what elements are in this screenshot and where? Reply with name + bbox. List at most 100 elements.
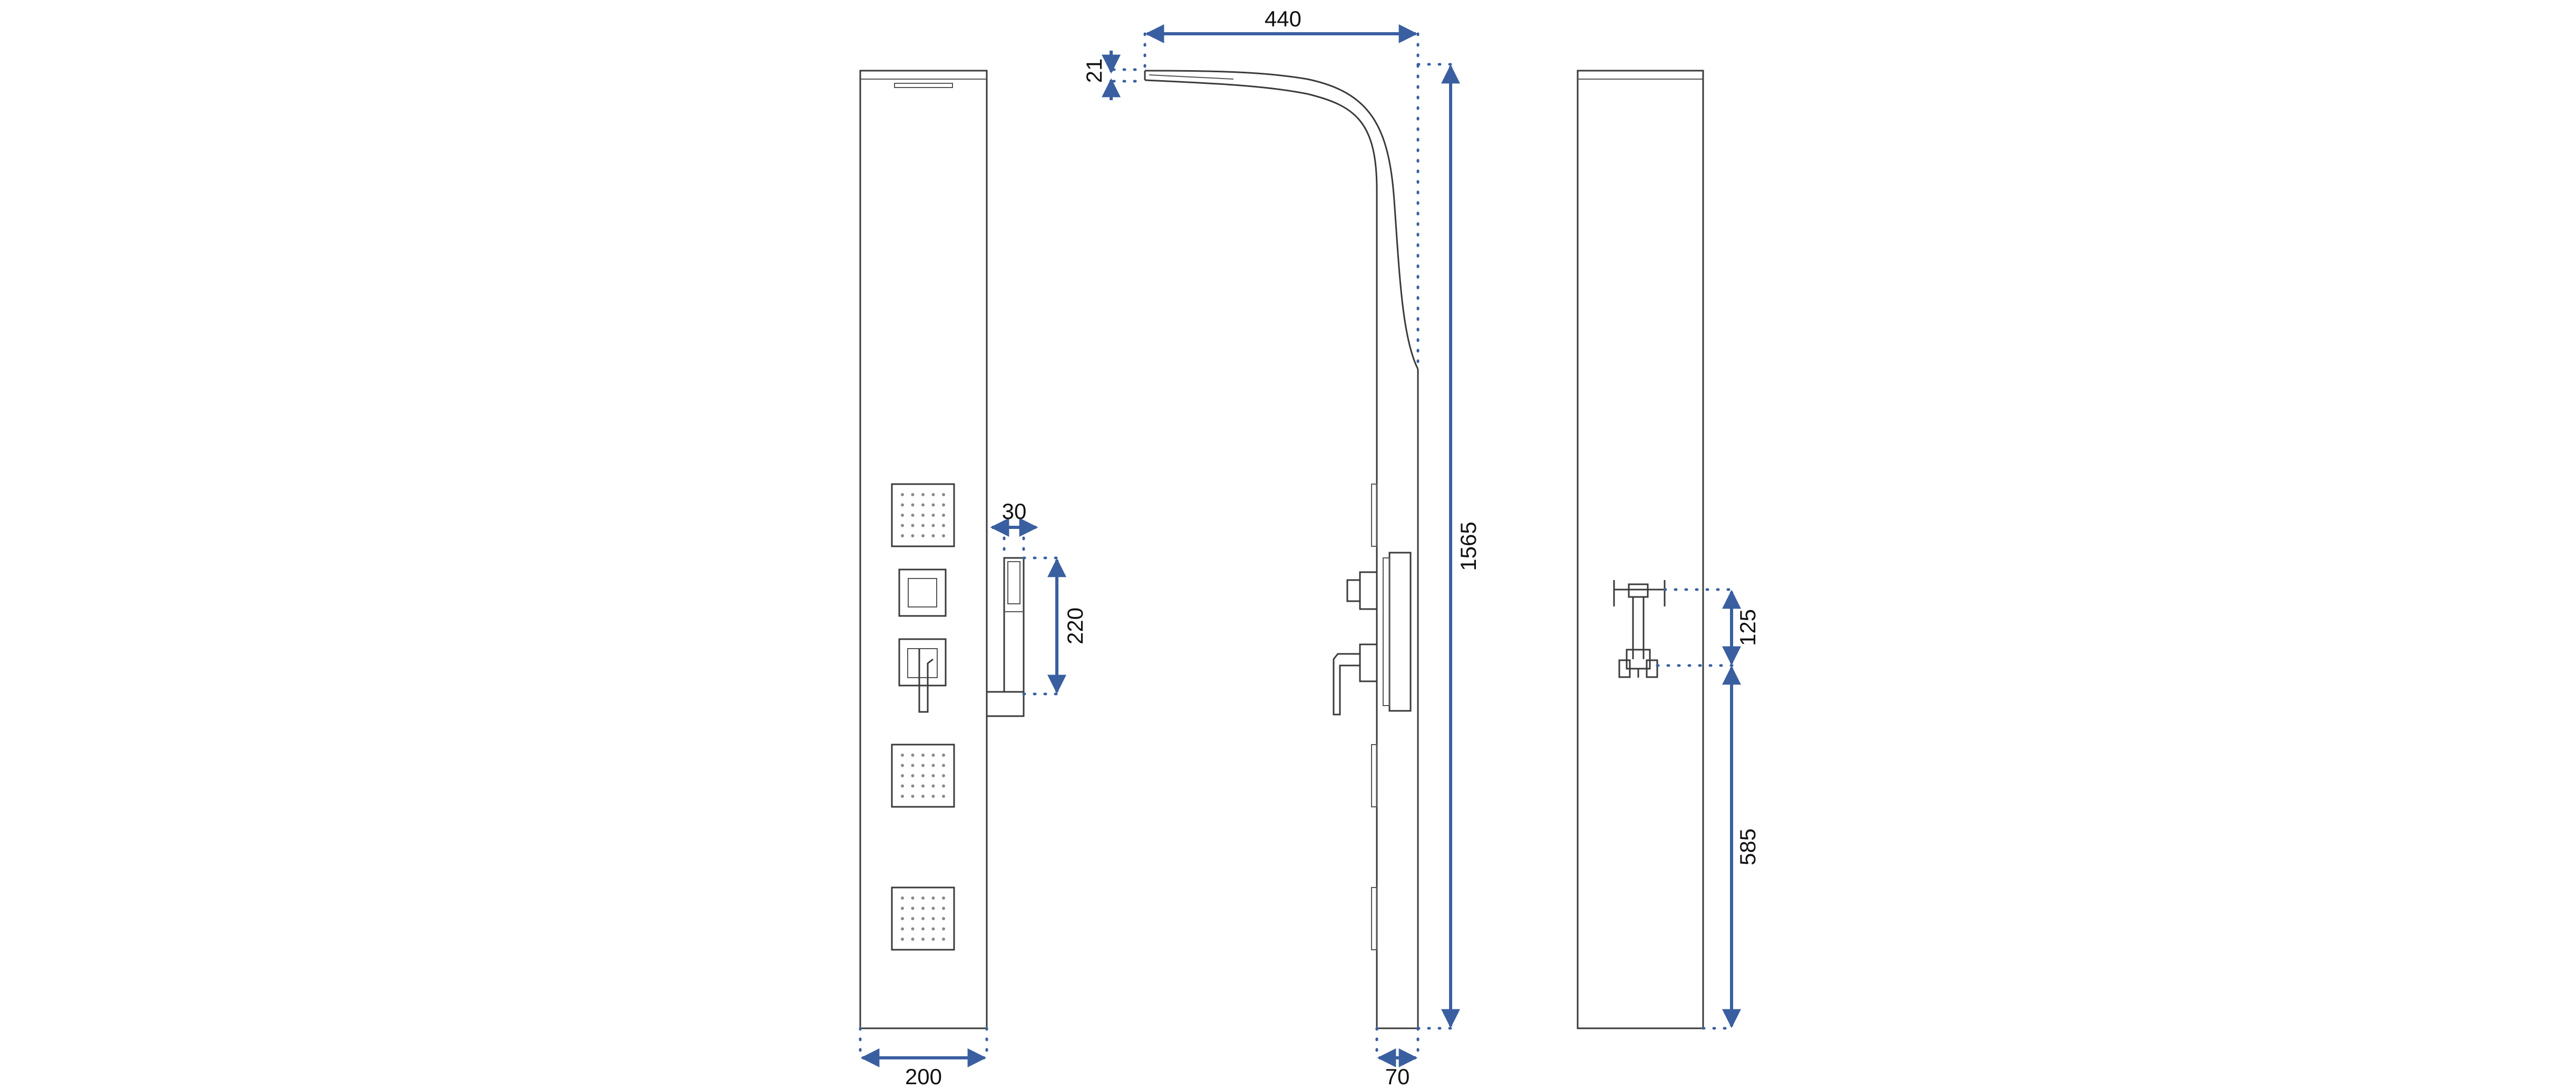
jet-nozzle — [942, 896, 945, 900]
side-jet-stubs — [1371, 484, 1377, 950]
jet-nozzle — [901, 754, 904, 757]
jet-nozzle — [921, 938, 925, 941]
jet-nozzle — [901, 774, 904, 777]
jet-nozzle — [911, 784, 915, 788]
jet-nozzle — [942, 754, 945, 757]
jet-nozzle — [921, 906, 925, 910]
jet-nozzle — [942, 493, 945, 496]
hand-shower — [986, 557, 1025, 717]
jet-nozzle — [921, 534, 925, 537]
jet-nozzle — [942, 917, 945, 920]
jet-nozzle — [921, 754, 925, 757]
jet-nozzle — [921, 784, 925, 788]
jet-nozzle — [911, 754, 915, 757]
jet-nozzle — [931, 795, 935, 798]
jet-nozzle — [921, 774, 925, 777]
jet-nozzle — [901, 514, 904, 517]
jet-nozzle — [942, 534, 945, 537]
top-outlet-slot — [894, 83, 953, 88]
jet-nozzle — [901, 896, 904, 900]
jet-nozzle — [911, 534, 915, 537]
jet-nozzle — [942, 503, 945, 507]
jet-nozzle — [911, 927, 915, 931]
handshower-length-label: 220 — [1063, 607, 1087, 644]
jet-nozzle — [901, 906, 904, 910]
jet-nozzle — [921, 764, 925, 767]
jet-nozzle — [921, 795, 925, 798]
jet-nozzle — [921, 524, 925, 527]
jet-nozzle — [931, 906, 935, 910]
jet-nozzle — [901, 524, 904, 527]
jet-nozzle — [901, 795, 904, 798]
jet-nozzle — [911, 514, 915, 517]
jet-nozzle — [921, 493, 925, 496]
jet-nozzle — [901, 534, 904, 537]
jet-nozzle — [942, 795, 945, 798]
front-width-label: 200 — [905, 1064, 942, 1089]
jet-nozzle — [931, 493, 935, 496]
bracket-spacing-label: 125 — [1735, 609, 1760, 646]
jet-nozzle — [901, 764, 904, 767]
jet-nozzle — [931, 754, 935, 757]
jet-nozzle — [931, 503, 935, 507]
side-controls — [1333, 552, 1412, 716]
diverter-knob — [898, 568, 947, 617]
jet-nozzle — [931, 524, 935, 527]
jet-nozzle — [931, 514, 935, 517]
jet-nozzle — [911, 906, 915, 910]
mixer-lever — [898, 638, 947, 713]
body-jet-3 — [891, 886, 955, 951]
jet-nozzle — [942, 906, 945, 910]
jet-nozzle — [942, 524, 945, 527]
jet-nozzle — [921, 896, 925, 900]
jet-nozzles — [901, 493, 945, 537]
jet-nozzle — [942, 784, 945, 788]
jet-nozzle — [901, 917, 904, 920]
jet-nozzle — [942, 927, 945, 931]
jet-nozzle — [942, 938, 945, 941]
jet-nozzle — [921, 503, 925, 507]
jet-nozzle — [931, 917, 935, 920]
jet-nozzle — [901, 493, 904, 496]
jet-nozzle — [931, 896, 935, 900]
side-view: 70 440 21 1565 — [1082, 6, 1481, 1089]
jet-nozzle — [911, 764, 915, 767]
jet-nozzle — [911, 503, 915, 507]
jet-nozzle — [931, 938, 935, 941]
jet-nozzle — [911, 795, 915, 798]
total-height-label: 1565 — [1456, 522, 1481, 571]
front-panel — [859, 70, 988, 1029]
handshower-depth-label: 30 — [1002, 499, 1027, 524]
rear-panel — [1577, 70, 1704, 1029]
jet-nozzle — [931, 784, 935, 788]
jet-nozzle — [901, 938, 904, 941]
jet-nozzle — [911, 896, 915, 900]
jet-nozzle — [942, 514, 945, 517]
side-depth-label: 70 — [1385, 1064, 1410, 1089]
jet-nozzle — [931, 774, 935, 777]
jet-nozzle — [901, 503, 904, 507]
jet-nozzle — [931, 927, 935, 931]
front-view: 200 30 220 — [859, 70, 1087, 1089]
shower-arm — [1144, 79, 1378, 190]
head-thickness-label: 21 — [1082, 59, 1106, 83]
jet-nozzle — [911, 774, 915, 777]
hand-shower-side — [1388, 552, 1412, 712]
jet-nozzle — [911, 493, 915, 496]
jet-nozzle — [942, 774, 945, 777]
jet-nozzle — [931, 534, 935, 537]
body-jet-2 — [891, 744, 955, 808]
jet-nozzle — [911, 524, 915, 527]
head-reach-label: 440 — [1265, 6, 1301, 31]
jet-nozzle — [942, 764, 945, 767]
jet-nozzle — [931, 764, 935, 767]
wall-bracket — [1613, 580, 1666, 678]
jet-nozzle — [921, 514, 925, 517]
jet-nozzle — [901, 784, 904, 788]
jet-nozzle — [901, 927, 904, 931]
rear-view: 125 585 — [1577, 70, 1760, 1030]
bracket-height-label: 585 — [1735, 828, 1760, 865]
jet-nozzle — [911, 917, 915, 920]
jet-nozzle — [911, 938, 915, 941]
